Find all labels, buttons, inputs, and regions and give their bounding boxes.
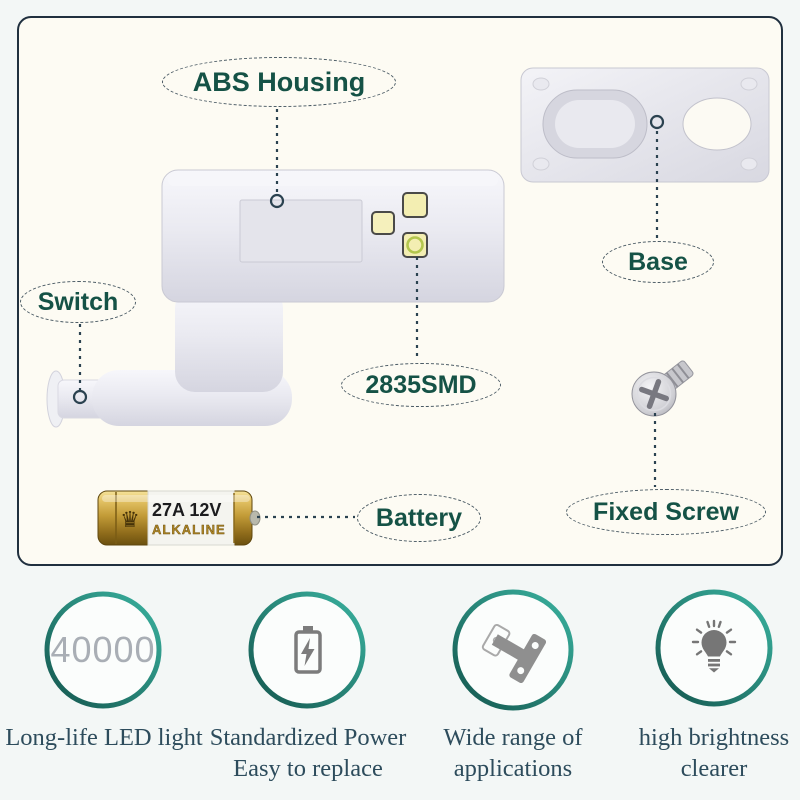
callout-label: 2835SMD <box>365 370 477 399</box>
battery-model-text: 27A 12V <box>152 500 221 520</box>
hinge-light-housing-photo <box>46 169 505 428</box>
base-bump <box>740 77 758 91</box>
battery-emblem: ♛ <box>120 507 140 532</box>
base-bump <box>532 77 550 91</box>
battery-highlight <box>102 495 250 502</box>
feature-label-line: Wide range of <box>443 724 583 751</box>
callout-battery: Battery <box>357 494 481 542</box>
housing-recess-panel <box>239 199 363 263</box>
callout-label: Switch <box>37 287 119 316</box>
battery-icon <box>294 626 322 674</box>
callout-label: ABS Housing <box>192 66 366 97</box>
feature-wide-applications <box>451 588 575 712</box>
bulb-icon <box>691 619 737 673</box>
callout-label: Fixed Screw <box>593 497 739 526</box>
callout-abs-housing: ABS Housing <box>162 57 396 107</box>
feature-label-wide-applications: Wide range of applications <box>405 722 621 784</box>
battery-type-text: ALKALINE <box>152 522 226 537</box>
feature-standard-power <box>247 590 367 710</box>
base-hole <box>682 97 752 151</box>
feature-label-standard-power: Standardized Power Easy to replace <box>193 722 423 784</box>
led-lifespan-count: 40000 <box>50 629 156 670</box>
callout-fixed-screw: Fixed Screw <box>566 489 766 535</box>
screw-photo <box>631 360 694 417</box>
battery-label <box>147 490 235 546</box>
callout-2835smd: 2835SMD <box>341 363 501 407</box>
base-bump <box>532 157 550 171</box>
screw-head-rim <box>636 376 672 412</box>
teal-ring <box>44 591 162 709</box>
feature-label-line: applications <box>453 755 573 782</box>
feature-label-led-lifespan: Long-life LED light <box>0 722 208 753</box>
base-bump <box>740 157 758 171</box>
feature-label-line: Standardized Power <box>209 724 407 751</box>
battery-terminal-nub <box>249 510 261 526</box>
led-chip-1 <box>402 192 428 218</box>
led-chip-2 <box>371 211 395 235</box>
hinge-icon <box>481 623 546 683</box>
feature-label-line: Long-life LED light <box>5 724 203 751</box>
callout-label: Battery <box>375 503 463 532</box>
arm-column <box>175 288 283 392</box>
callout-base: Base <box>602 241 714 283</box>
feature-label-line: clearer <box>680 755 748 782</box>
feature-led-lifespan: 40000 <box>43 590 163 710</box>
feature-high-brightness <box>654 588 774 708</box>
base-plate-photo <box>520 67 770 183</box>
feature-label-line: Easy to replace <box>233 755 383 782</box>
callout-label: Base <box>628 247 688 276</box>
housing-top-lip <box>168 173 498 186</box>
feature-label-high-brightness: high brightness clearer <box>606 722 800 784</box>
base-slot-inner <box>555 100 635 148</box>
led-chip-3 <box>402 232 428 258</box>
phillips-slot <box>639 379 669 409</box>
callout-switch: Switch <box>20 281 136 323</box>
battery-photo: ♛ 27A 12V ALKALINE <box>97 490 261 546</box>
feature-label-line: high brightness <box>638 724 790 751</box>
